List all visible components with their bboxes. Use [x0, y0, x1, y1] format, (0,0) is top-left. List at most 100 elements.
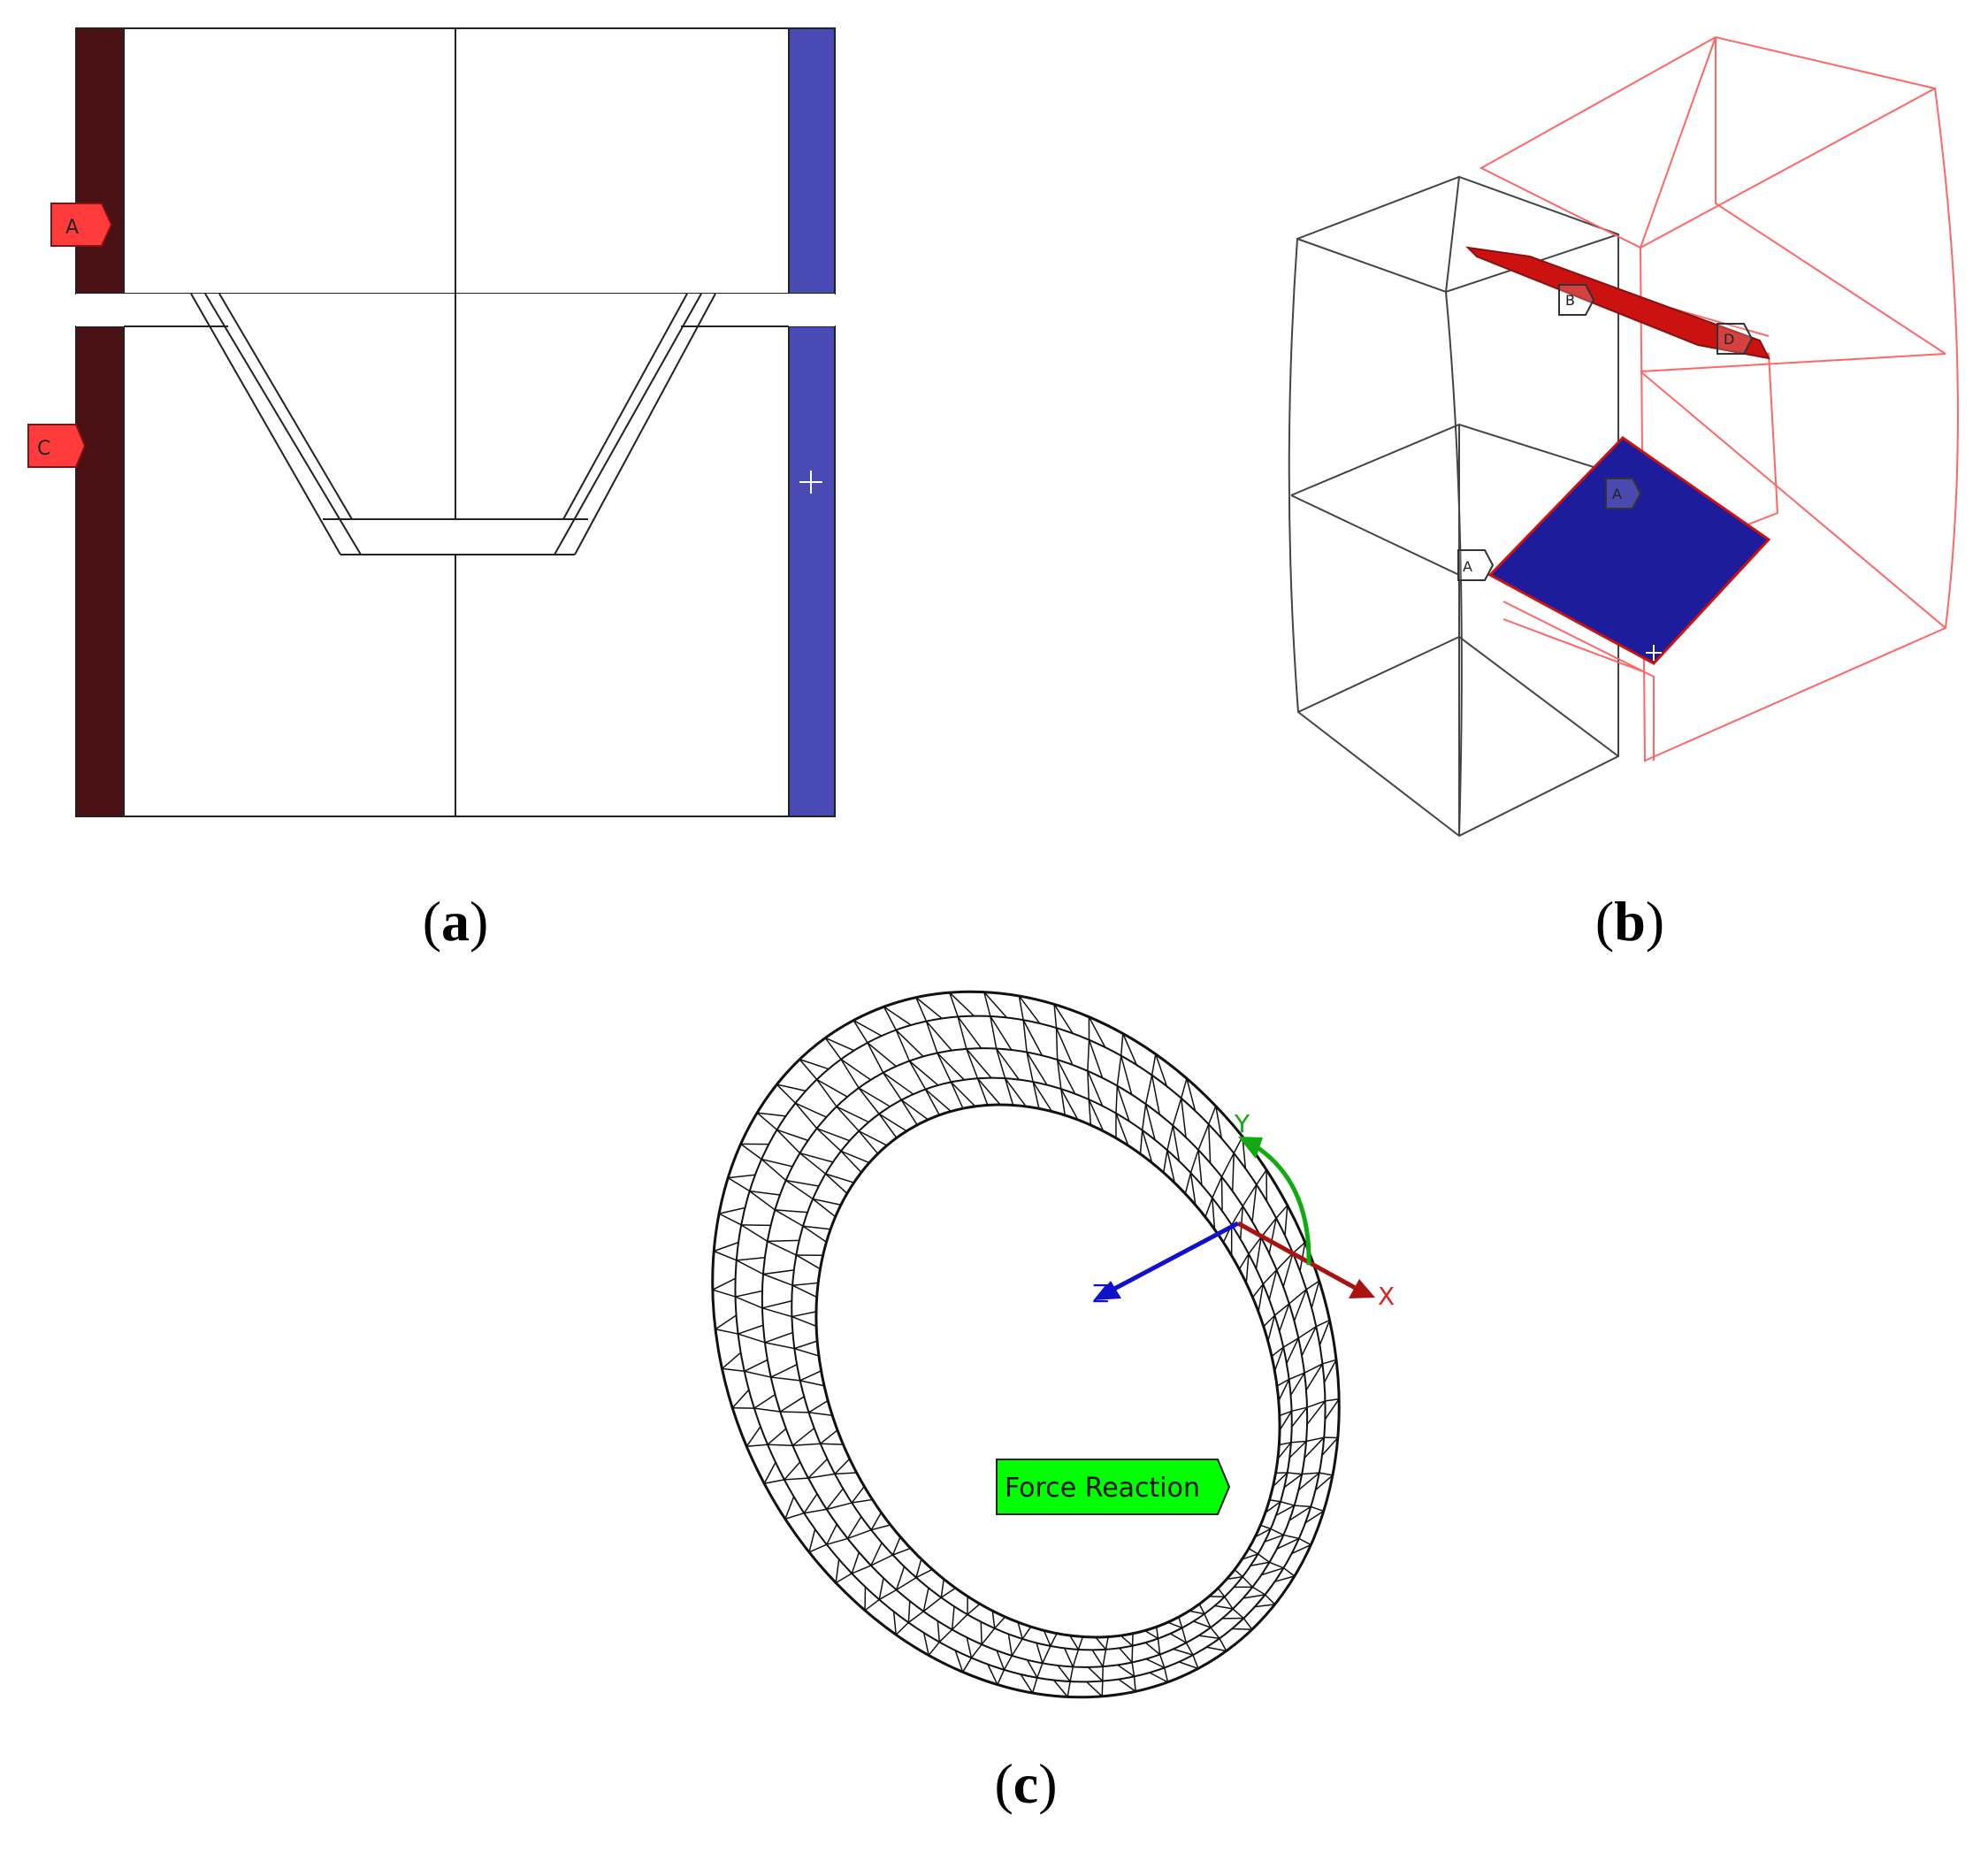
- mesh-edge: [1144, 1075, 1153, 1105]
- mesh-edge: [1020, 1673, 1034, 1694]
- mesh-edge: [736, 1257, 765, 1261]
- mesh-edge: [1036, 1643, 1044, 1664]
- mesh-edge: [1305, 1363, 1324, 1391]
- mesh-edge: [1283, 1567, 1296, 1577]
- mesh-edge: [957, 1016, 967, 1050]
- mesh-edge: [1102, 1649, 1107, 1667]
- mesh-edge: [1292, 1242, 1306, 1254]
- mesh-edge: [761, 1159, 787, 1182]
- mesh-edge: [779, 1396, 805, 1413]
- tag-d: D: [1717, 323, 1754, 355]
- mesh-edge: [990, 1015, 1013, 1051]
- mesh-edge: [1032, 1081, 1053, 1113]
- mesh-edge: [803, 1493, 818, 1514]
- mesh-edge: [922, 1588, 929, 1612]
- mesh-edge: [1056, 1060, 1062, 1090]
- mesh-edge: [776, 1084, 807, 1092]
- mesh-edge: [1141, 1130, 1153, 1164]
- mesh-edge: [804, 1508, 827, 1514]
- mesh-edge: [895, 1621, 909, 1635]
- mesh-edge: [983, 992, 991, 1017]
- mesh-edge: [1298, 1537, 1311, 1546]
- mesh-edge: [1139, 1130, 1143, 1154]
- mesh-edge: [799, 1059, 818, 1080]
- mesh-edge: [1155, 1053, 1168, 1087]
- mesh-edge: [775, 1209, 808, 1214]
- mesh-edge: [1271, 1346, 1284, 1357]
- mesh-edge: [740, 1224, 768, 1243]
- mesh-edge: [1088, 1099, 1105, 1132]
- mesh-edge: [1311, 1505, 1324, 1513]
- mesh-edge: [1276, 1378, 1290, 1387]
- ring-wireframe: [711, 990, 1341, 1699]
- mesh-edge: [1251, 1184, 1258, 1222]
- mesh-edge: [981, 1627, 996, 1645]
- mesh-edge: [1286, 1337, 1299, 1364]
- mesh-edge: [1279, 1303, 1290, 1332]
- mesh-edge: [1131, 1645, 1134, 1663]
- mesh-edge: [1321, 1437, 1339, 1456]
- mesh-edge: [762, 1269, 794, 1275]
- mesh-edge: [1217, 1588, 1226, 1597]
- mesh-edge: [1255, 1237, 1262, 1269]
- mesh-edge: [1288, 1372, 1305, 1381]
- mesh-edge: [1095, 1636, 1107, 1650]
- mesh-edge: [1172, 1098, 1182, 1126]
- mesh-edge: [1011, 1638, 1023, 1657]
- mesh-edge: [826, 1537, 848, 1545]
- mesh-edge: [1169, 1633, 1187, 1643]
- mesh-edge: [1234, 1568, 1243, 1578]
- mesh-edge: [1275, 1505, 1295, 1517]
- mesh-edge: [1288, 1289, 1307, 1305]
- mesh-edge: [915, 997, 943, 1020]
- mesh-edge: [1275, 1205, 1288, 1219]
- mesh-edge: [1178, 1616, 1183, 1628]
- mesh-edge: [1220, 1153, 1235, 1177]
- mesh-edge: [753, 1407, 781, 1413]
- mesh-edge: [741, 1224, 771, 1227]
- mesh-edge: [1181, 1627, 1188, 1643]
- mesh-edge: [1272, 1472, 1288, 1488]
- mesh-edge: [940, 1579, 944, 1598]
- mesh-edge: [995, 1048, 1006, 1079]
- mesh-edge: [997, 1669, 1005, 1685]
- mesh-edge: [900, 1099, 929, 1121]
- mesh-edge: [883, 1006, 912, 1026]
- mesh-edge: [1238, 1253, 1250, 1270]
- tag-a-center-label: A: [1612, 486, 1622, 502]
- mesh-edge: [870, 1542, 883, 1566]
- mesh-edge: [1087, 1039, 1090, 1071]
- mesh-edge: [987, 1664, 998, 1685]
- mesh-edge: [1251, 1586, 1265, 1596]
- mesh-edge: [895, 1030, 911, 1061]
- mesh-edge: [1133, 1676, 1136, 1692]
- mesh-edge: [1116, 1055, 1122, 1086]
- mesh-edge: [1145, 1658, 1166, 1669]
- mesh-edge: [727, 1176, 751, 1192]
- mesh-edge: [1088, 1099, 1092, 1126]
- mesh-edge: [908, 1060, 939, 1086]
- mesh-edge: [785, 1179, 820, 1187]
- mesh-edge: [1017, 1621, 1023, 1640]
- mesh-edge: [808, 1543, 828, 1553]
- mesh-edge: [1173, 1648, 1194, 1656]
- mesh-edge: [1224, 1596, 1234, 1610]
- mesh-edge: [808, 1412, 833, 1416]
- mesh-edge: [994, 1616, 1006, 1629]
- mesh-edge: [1077, 1636, 1084, 1650]
- mesh-edge: [878, 1113, 898, 1138]
- mesh-edge: [1119, 1647, 1133, 1663]
- mesh-edge: [1282, 1337, 1299, 1348]
- mesh-edge: [718, 1213, 742, 1226]
- mesh-edge: [966, 1048, 992, 1079]
- mesh-edge: [1242, 1553, 1258, 1560]
- mesh-edge: [1212, 1176, 1223, 1199]
- mesh-edge: [1060, 1088, 1079, 1121]
- mesh-edge: [1245, 1253, 1250, 1283]
- x-axis-label: X: [1378, 1282, 1395, 1311]
- mesh-edge: [870, 1554, 893, 1566]
- mesh-edge: [1120, 1055, 1133, 1095]
- mesh-edge: [1198, 1604, 1205, 1614]
- mesh-edge: [794, 1102, 818, 1130]
- mesh-edge: [1232, 1608, 1244, 1620]
